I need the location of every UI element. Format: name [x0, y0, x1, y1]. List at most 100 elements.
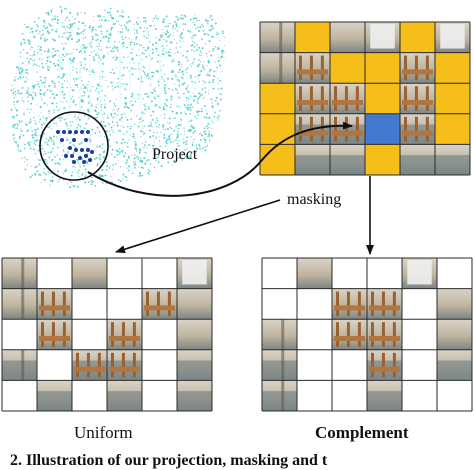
point-cloud-dot — [52, 56, 54, 59]
point-cloud-dot — [155, 48, 158, 51]
chair-spindle — [51, 322, 55, 347]
point-cloud-dot — [62, 101, 64, 103]
point-cloud-dot — [204, 81, 207, 84]
point-cloud-dot — [170, 33, 172, 35]
point-cloud-dot — [208, 69, 211, 71]
point-cloud-dot — [152, 144, 155, 147]
point-cloud-dot — [94, 131, 97, 134]
point-cloud-dot — [93, 74, 95, 76]
point-cloud-dot — [208, 126, 210, 129]
point-cloud-dot — [18, 137, 21, 140]
point-cloud-dot — [23, 41, 26, 45]
point-cloud-dot — [49, 60, 52, 63]
point-cloud-dot — [77, 27, 79, 29]
point-cloud-dot — [202, 146, 205, 149]
point-cloud-dot — [146, 147, 148, 149]
point-cloud-dot — [143, 132, 146, 135]
point-cloud-dot — [51, 93, 54, 96]
point-cloud-dot — [100, 135, 102, 137]
point-cloud-dot — [220, 98, 223, 101]
point-cloud-dot — [173, 34, 175, 36]
point-cloud-dot — [173, 160, 176, 162]
point-cloud-dot — [163, 31, 165, 34]
point-cloud-dot — [67, 151, 69, 153]
point-cloud-dot — [147, 33, 150, 36]
point-cloud-dot — [139, 159, 142, 163]
point-cloud-dot — [144, 108, 147, 111]
point-cloud-dot — [152, 20, 154, 22]
point-cloud-dot — [124, 26, 128, 29]
point-cloud-dot — [130, 109, 133, 112]
point-cloud-dot — [66, 124, 68, 127]
point-cloud-dot — [141, 142, 143, 145]
point-cloud-dot — [147, 37, 149, 39]
point-cloud-dot — [209, 139, 210, 141]
point-cloud-dot — [67, 128, 69, 130]
point-cloud-dot — [29, 176, 32, 179]
point-cloud-dot — [37, 159, 39, 161]
point-cloud-dot — [36, 127, 39, 129]
point-cloud-dot — [82, 22, 85, 24]
point-cloud-dot — [96, 104, 98, 106]
point-cloud-dot — [63, 93, 66, 96]
point-cloud-dot — [63, 32, 65, 35]
point-cloud-dot — [45, 26, 48, 29]
point-cloud-dot — [56, 21, 59, 25]
point-cloud-dot — [113, 112, 116, 115]
point-cloud-dot — [155, 135, 157, 138]
projected-point — [70, 154, 74, 158]
point-cloud-dot — [55, 102, 58, 105]
point-cloud-dot — [46, 89, 49, 91]
point-cloud-dot — [34, 152, 37, 155]
point-cloud-dot — [66, 8, 68, 10]
point-cloud-dot — [149, 163, 152, 166]
point-cloud-dot — [179, 40, 181, 42]
point-cloud-dot — [181, 157, 183, 159]
point-cloud-dot — [58, 178, 61, 181]
point-cloud-dot — [119, 180, 122, 183]
point-cloud-dot — [125, 28, 128, 30]
projected-point — [84, 154, 88, 158]
point-cloud-dot — [202, 29, 205, 32]
point-cloud-dot — [221, 51, 224, 54]
point-cloud-dot — [203, 105, 206, 107]
point-cloud-dot — [189, 19, 192, 21]
point-cloud-dot — [37, 83, 40, 86]
point-cloud-dot — [103, 112, 106, 115]
point-cloud-dot — [39, 31, 41, 33]
point-cloud-dot — [135, 21, 138, 24]
point-cloud-dot — [201, 88, 204, 91]
point-cloud-dot — [109, 34, 112, 37]
point-cloud-dot — [169, 48, 172, 51]
point-cloud-dot — [156, 131, 159, 134]
point-cloud-dot — [164, 102, 166, 104]
point-cloud-dot — [53, 86, 56, 88]
point-cloud-dot — [217, 88, 220, 90]
point-cloud-dot — [36, 170, 39, 172]
point-cloud-dot — [109, 46, 111, 48]
point-cloud-dot — [98, 153, 101, 156]
point-cloud-dot — [197, 102, 199, 105]
point-cloud-dot — [204, 87, 206, 89]
point-cloud-dot — [82, 43, 85, 47]
point-cloud-dot — [105, 79, 107, 82]
point-cloud-dot — [211, 27, 214, 29]
point-cloud-dot — [59, 119, 62, 122]
point-cloud-dot — [87, 95, 90, 97]
point-cloud-dot — [201, 64, 204, 66]
point-cloud-dot — [90, 134, 92, 136]
chair-spindle — [132, 352, 136, 378]
point-cloud-dot — [65, 123, 67, 125]
point-cloud-dot — [135, 54, 138, 57]
point-cloud-dot — [101, 76, 104, 78]
point-cloud-dot — [214, 111, 217, 114]
point-cloud-dot — [109, 166, 111, 168]
point-cloud-dot — [180, 124, 182, 126]
point-cloud-dot — [138, 118, 141, 121]
point-cloud-dot — [167, 161, 170, 164]
point-cloud-dot — [167, 138, 170, 141]
point-cloud-dot — [46, 67, 49, 70]
point-cloud-dot — [179, 117, 182, 119]
point-cloud-dot — [77, 77, 79, 79]
point-cloud-dot — [184, 133, 186, 135]
